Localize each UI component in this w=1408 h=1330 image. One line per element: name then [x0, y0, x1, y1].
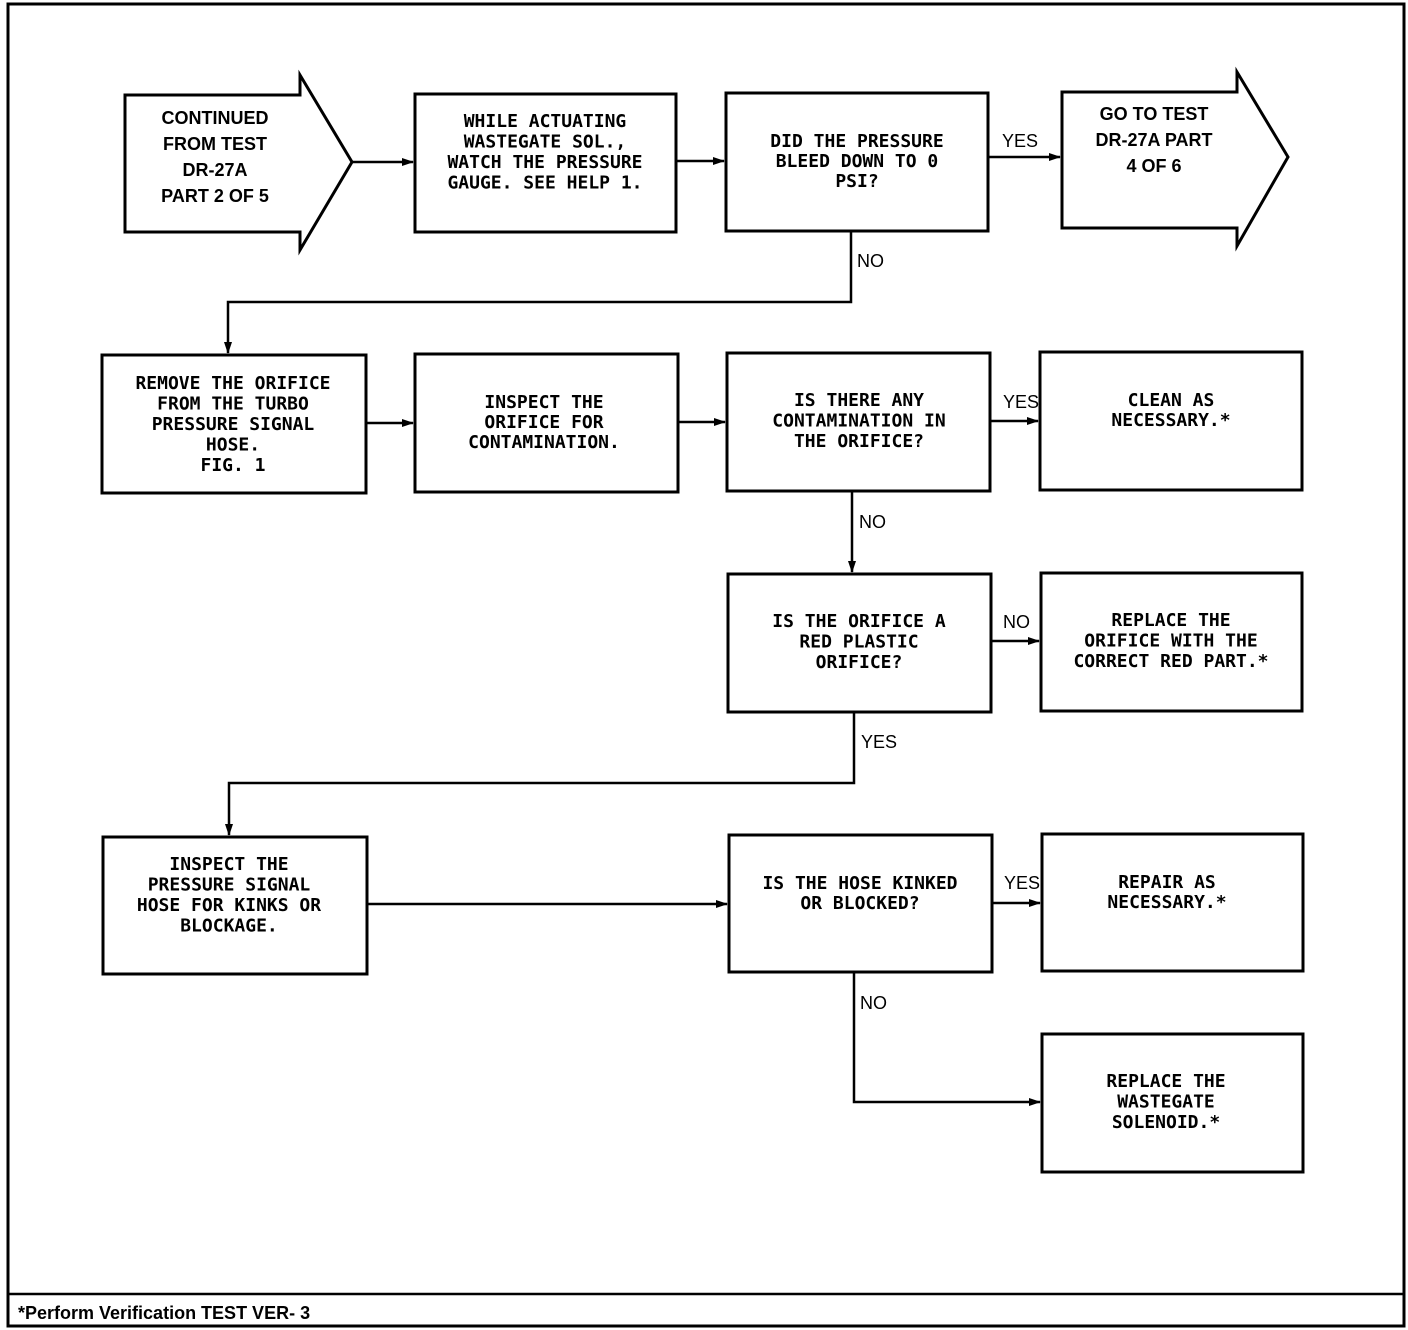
node-text-line: DID THE PRESSURE — [770, 131, 943, 152]
label-red-no: NO — [1003, 612, 1030, 632]
node-text-line: CONTAMINATION. — [468, 432, 620, 453]
node-text-line: IS THE HOSE KINKED — [762, 873, 957, 894]
goto-text: GO TO TEST DR-27A PART 4 OF 6 — [1095, 104, 1212, 176]
node-text-line: BLEED DOWN TO 0 — [776, 151, 939, 172]
repair-box — [1040, 832, 1305, 973]
node-text-line: IS THERE ANY — [794, 390, 924, 411]
node-text-line: CLEAN AS — [1128, 390, 1215, 411]
start-text: CONTINUED FROM TEST DR-27A PART 2 OF 5 — [161, 108, 269, 206]
node-text-line: WATCH THE PRESSURE — [447, 152, 642, 173]
bleed-box — [724, 91, 990, 233]
conn-kinked-solenoid — [852, 972, 1041, 1106]
kinked-box — [727, 833, 994, 974]
page-border — [6, 2, 1406, 1328]
node-text-line: INSPECT THE — [484, 392, 603, 413]
label-contam-yes: YES — [1003, 392, 1039, 412]
node-text-line: CONTAMINATION IN — [772, 411, 945, 432]
node-text-line: 4 OF 6 — [1126, 156, 1181, 176]
node-text-line: PRESSURE SIGNAL — [152, 414, 315, 435]
node-text-line: ORIFICE? — [816, 652, 903, 673]
replace-orifice-box — [1039, 571, 1304, 713]
goto-arrow-shape — [1060, 66, 1290, 252]
node-text-line: INSPECT THE — [169, 854, 288, 875]
footer-note: *Perform Verification TEST VER- 3 — [18, 1303, 310, 1323]
node-text-line: ORIFICE FOR — [484, 412, 603, 433]
node-text-line: DR-27A — [182, 160, 247, 180]
node-text-line: GAUGE. SEE HELP 1. — [447, 173, 642, 194]
node-text-line: CONTINUED — [162, 108, 269, 128]
clean-box — [1038, 350, 1304, 492]
node-text-line: WHILE ACTUATING — [464, 111, 627, 132]
node-text-line: BLOCKAGE. — [180, 916, 278, 937]
conn-red-hose — [225, 712, 856, 836]
node-text-line: HOSE FOR KINKS OR — [137, 895, 321, 916]
node-text-line: OR BLOCKED? — [800, 893, 919, 914]
red-box — [726, 572, 993, 714]
node-text-line: RED PLASTIC — [799, 632, 918, 653]
node-text-line: DR-27A PART — [1095, 130, 1212, 150]
node-text-line: WASTEGATE — [1117, 1092, 1215, 1113]
label-kinked-yes: YES — [1004, 873, 1040, 893]
label-contam-no: NO — [859, 512, 886, 532]
watch-box — [413, 92, 678, 234]
node-text-line: PSI? — [835, 171, 878, 192]
node-text-line: CORRECT RED PART.* — [1073, 651, 1268, 672]
start-arrow-shape — [123, 69, 354, 256]
node-text-line: REMOVE THE ORIFICE — [135, 373, 330, 394]
node-text-line: FROM THE TURBO — [157, 394, 309, 415]
node-text-line: FROM TEST — [163, 134, 267, 154]
node-text-line: PART 2 OF 5 — [161, 186, 269, 206]
node-text-line: IS THE ORIFICE A — [772, 611, 946, 632]
node-text-line: THE ORIFICE? — [794, 431, 924, 452]
hose-box — [101, 835, 369, 976]
node-text-line: FIG. 1 — [200, 455, 265, 476]
node-text-line: NECESSARY.* — [1111, 410, 1230, 431]
node-text-line: GO TO TEST — [1100, 104, 1209, 124]
label-bleed-no: NO — [857, 251, 884, 271]
conn-bleed-remove — [224, 231, 853, 354]
node-text-line: ORIFICE WITH THE — [1084, 631, 1257, 652]
node-text-line: NECESSARY.* — [1107, 892, 1226, 913]
node-text-line: REPLACE THE — [1106, 1071, 1225, 1092]
label-red-yes: YES — [861, 732, 897, 752]
node-text-line: SOLENOID.* — [1112, 1112, 1220, 1133]
node-text-line: WASTEGATE SOL., — [464, 132, 627, 153]
node-text-line: REPAIR AS — [1118, 872, 1216, 893]
label-kinked-no: NO — [860, 993, 887, 1013]
node-text-line: PRESSURE SIGNAL — [148, 875, 311, 896]
remove-box — [100, 353, 368, 495]
contam-box — [725, 351, 992, 493]
node-text-line: REPLACE THE — [1111, 610, 1230, 631]
inspect-box — [413, 352, 680, 494]
replace-solenoid-box — [1040, 1032, 1305, 1174]
node-text-line: HOSE. — [206, 435, 260, 456]
label-bleed-yes: YES — [1002, 131, 1038, 151]
